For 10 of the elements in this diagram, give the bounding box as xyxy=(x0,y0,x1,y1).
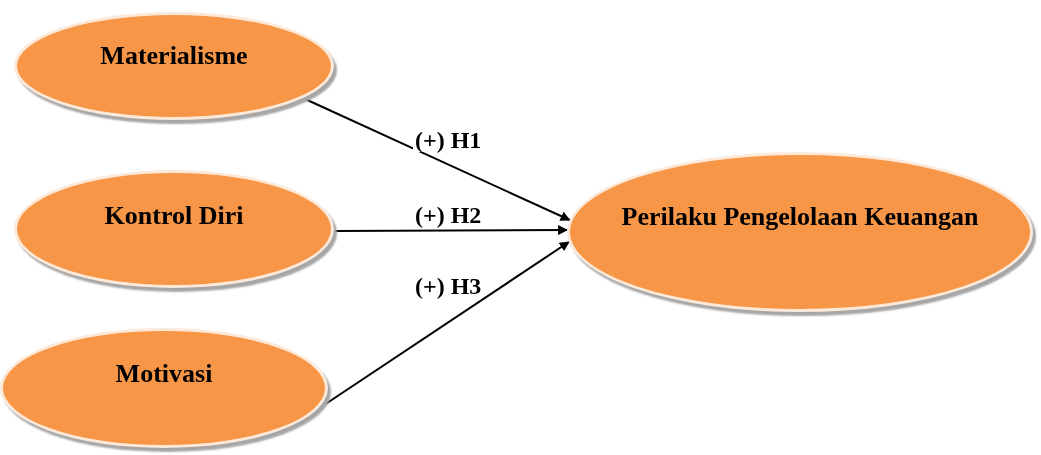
node-label: Kontrol Diri xyxy=(104,200,244,233)
edge-label: (+) H1 xyxy=(413,128,484,152)
node-label: Materialisme xyxy=(100,39,248,72)
edge-label: (+) H3 xyxy=(413,274,484,298)
edge-label: (+) H2 xyxy=(413,203,484,227)
node-label: Motivasi xyxy=(115,357,213,390)
arrow xyxy=(315,241,570,411)
arrow xyxy=(332,225,569,236)
arrow xyxy=(301,97,571,221)
node-label: Perilaku Pengelolaan Keuangan xyxy=(621,200,979,233)
